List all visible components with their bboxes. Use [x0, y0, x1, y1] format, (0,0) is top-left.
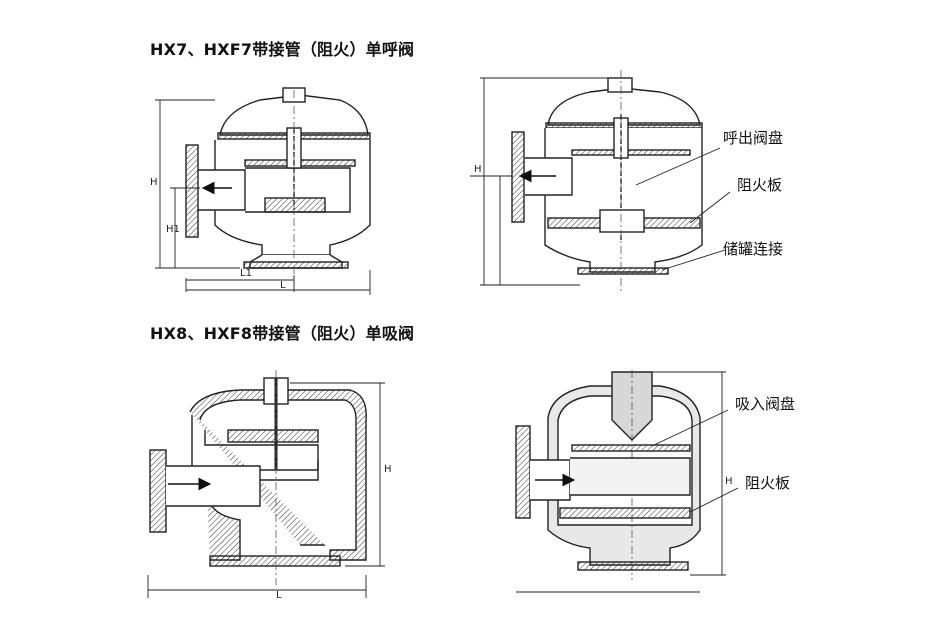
hx7-drawing-left — [185, 87, 371, 285]
hx7-drawing-right — [511, 70, 703, 292]
callout-tank-connection: 储罐连接 — [723, 240, 784, 258]
section1-title: HX7、HXF7带接管（阻火）单呼阀 — [150, 40, 415, 59]
callout-exhale-disc: 呼出阀盘 — [723, 129, 784, 147]
hx8-dimensions-right — [516, 371, 739, 593]
dim-h-label-right: H — [474, 164, 482, 175]
callout-suction-disc: 吸入阀盘 — [735, 395, 796, 413]
dim-h1-label: H1 — [166, 224, 180, 235]
hx7-dimensions-right — [470, 77, 731, 286]
hx8-drawing-right — [515, 370, 701, 580]
hx8-dimensions-left — [147, 382, 385, 598]
dim-h-label: H — [150, 177, 158, 188]
dim-l-label: L — [280, 280, 286, 291]
section2-title: HX8、HXF8带接管（阻火）单吸阀 — [150, 324, 415, 343]
dim-h-label-hx8: H — [384, 464, 392, 475]
callout-flame-arrester-bottom: 阻火板 — [745, 474, 791, 492]
hx8-drawing-left — [149, 370, 367, 585]
dim-l-label-hx8: L — [276, 590, 282, 601]
callout-flame-arrester-top: 阻火板 — [737, 176, 783, 194]
dim-h-label-hx8-right: H — [725, 476, 733, 487]
hx7-dimensions-left — [155, 99, 371, 295]
dim-l1-label: L1 — [240, 268, 252, 279]
